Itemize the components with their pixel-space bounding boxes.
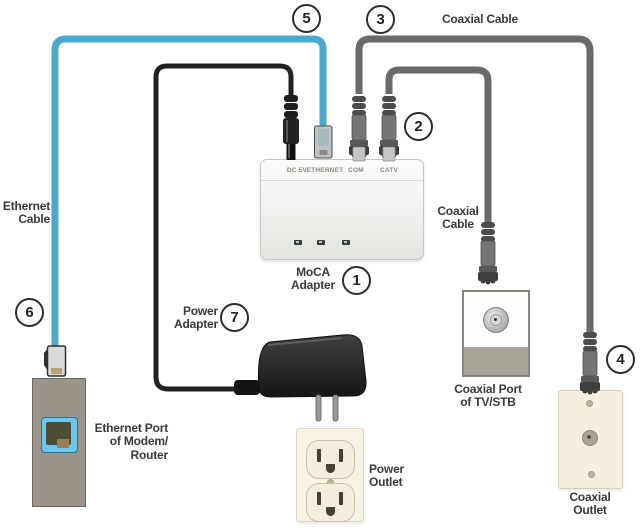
label-power-adapter: Power Adapter <box>174 304 218 332</box>
ethernet-jack-icon <box>41 417 78 453</box>
badge-1-moca-adapter: 1 <box>342 266 371 295</box>
badge-2-catv-connector: 2 <box>404 112 433 141</box>
outlet-slot-icon <box>339 449 343 462</box>
label-coaxial-port-tv: Coaxial Port of TV/STB <box>454 382 522 410</box>
ground-hole-icon <box>326 464 335 473</box>
screw-icon <box>586 400 593 407</box>
coax-connector-tv-icon <box>477 221 499 285</box>
coax-cable-to-outlet <box>355 35 594 336</box>
receptacle-bottom <box>306 483 355 522</box>
power-outlet-plate <box>296 428 364 522</box>
label-ethernet-cable: Ethernet Cable <box>2 199 50 227</box>
label-ethernet-port-modem: Ethernet Port of Modem/ Router <box>94 421 169 462</box>
outlet-slot-icon <box>317 449 321 462</box>
power-adapter-device <box>234 334 367 422</box>
badge-5-ethernet-top: 5 <box>292 4 321 33</box>
adapter-top-face <box>261 160 423 181</box>
tv-coax-connector-icon <box>483 307 509 333</box>
label-power-outlet: Power Outlet <box>369 462 405 490</box>
badge-4-coax-outlet: 4 <box>606 345 635 374</box>
ethernet-led-icon <box>317 240 325 245</box>
dc-plug-icon <box>283 95 299 160</box>
badge-6-ethernet-bottom: 6 <box>15 298 44 327</box>
label-coaxial-outlet: Coaxial Outlet <box>569 490 611 518</box>
receptacle-top <box>306 440 355 479</box>
ethernet-cable <box>51 35 327 352</box>
coax-connector-outlet-icon <box>579 331 601 395</box>
ground-hole-icon <box>326 507 335 516</box>
ethernet-port-label: ETHERNET <box>306 167 344 174</box>
label-coaxial-cable-right: Coaxial Cable <box>437 204 479 232</box>
catv-port-label: CATV <box>379 167 399 174</box>
coax-led-icon <box>342 240 350 245</box>
tv-stb-coax-port-box <box>462 290 530 377</box>
coax-outlet-connector-icon <box>582 430 598 446</box>
coax-cable-to-tv <box>385 66 492 226</box>
coax-port-label: COM <box>348 167 364 174</box>
rj45-connector-modem-icon <box>44 345 67 377</box>
modem-router-panel <box>32 378 86 507</box>
catv-port-stub-icon <box>382 146 396 162</box>
ethernet-jack-opening <box>46 422 71 448</box>
tv-stb-box-lower <box>464 347 528 375</box>
badge-3-coax-cable: 3 <box>366 5 395 34</box>
power-cable <box>153 63 294 392</box>
label-coaxial-cable-top: Coaxial Cable <box>441 12 519 26</box>
badge-7-power-adapter: 7 <box>220 303 249 332</box>
ethernet-jack-tab <box>57 439 69 448</box>
power-led-icon <box>294 240 302 245</box>
coaxial-outlet-plate <box>558 390 623 489</box>
label-moca-adapter: MoCA Adapter <box>291 265 335 293</box>
coax-port-stub-icon <box>352 146 366 162</box>
screw-icon <box>588 471 595 478</box>
outlet-slot-icon <box>339 492 343 505</box>
rj45-connector-adapter-icon <box>314 125 333 159</box>
outlet-slot-icon <box>317 492 321 505</box>
dc-port-label: DC 5V <box>286 167 308 174</box>
moca-adapter-device: DC 5V ETHERNET COM CATV <box>260 159 424 260</box>
